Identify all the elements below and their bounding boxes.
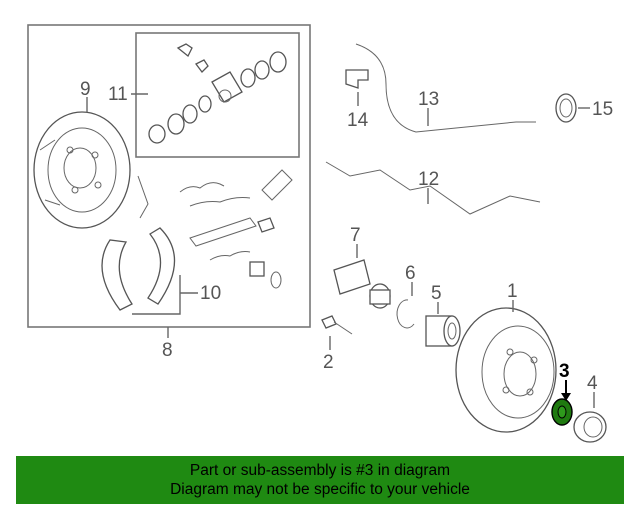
parts-diagram: 9 11 10 8 14 1 [27,24,613,443]
callout-15: 15 [592,99,613,120]
hub-nut-part-highlighted[interactable] [551,398,573,426]
callout-5: 5 [431,283,442,304]
hub-spindle-part[interactable] [333,259,391,309]
callout-8: 8 [162,340,173,361]
wheel-cylinder-frame [135,32,300,158]
callout-14: 14 [347,110,369,131]
banner-line-2: Diagram may not be specific to your vehi… [170,481,470,498]
brake-line-part[interactable] [325,161,541,215]
bolt-part[interactable] [321,315,353,335]
callout-2: 2 [323,352,334,373]
wheel-cylinder-part[interactable] [148,43,287,144]
callout-9: 9 [80,79,91,100]
callout-6: 6 [405,263,416,284]
callout-11: 11 [108,84,128,105]
abs-sensor-part[interactable] [355,43,536,133]
callout-7: 7 [350,225,361,246]
brake-drum-part[interactable] [455,307,557,433]
brake-assembly-frame [27,24,311,328]
callout-3: 3 [559,361,570,382]
hub-cap-part[interactable] [573,411,607,443]
part-info-banner: Part or sub-assembly is #3 in diagram Di… [16,456,624,504]
callout-4: 4 [587,373,598,394]
bracket-part[interactable] [345,69,369,89]
backing-plate-part[interactable] [33,111,131,229]
callout-1: 1 [507,281,518,302]
bearing-part[interactable] [425,315,461,347]
tone-ring-part[interactable] [555,93,577,123]
brake-shoe-part[interactable] [101,227,176,311]
banner-line-1: Part or sub-assembly is #3 in diagram [189,462,451,479]
callout-13: 13 [418,89,439,110]
brake-hardware-part[interactable] [137,169,293,289]
snap-ring-part[interactable] [396,299,415,329]
callout-10: 10 [200,283,221,304]
callout-12: 12 [418,169,439,190]
